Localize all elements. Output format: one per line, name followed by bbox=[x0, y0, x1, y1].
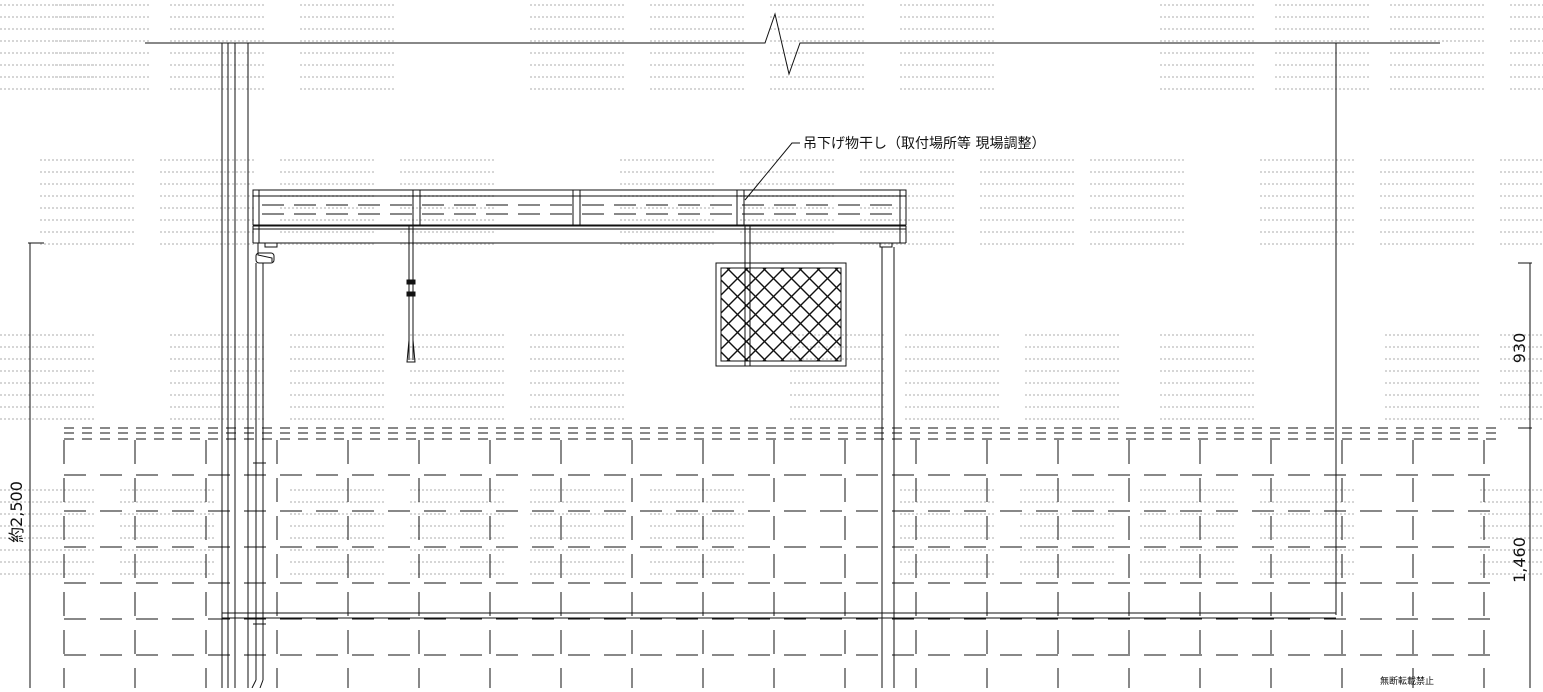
lattice-line bbox=[721, 268, 785, 332]
watermark-glyph bbox=[170, 334, 265, 420]
annotation-leader bbox=[744, 142, 800, 201]
watermark-glyph bbox=[530, 4, 625, 90]
watermark-glyph bbox=[1500, 159, 1543, 245]
watermark-glyph bbox=[860, 159, 955, 245]
watermark-glyph bbox=[1260, 159, 1355, 245]
watermark-glyph bbox=[650, 489, 745, 575]
watermark-glyph bbox=[905, 334, 1000, 420]
lattice-line bbox=[721, 268, 803, 350]
ground-rail bbox=[222, 612, 1336, 619]
lattice-line bbox=[889, 268, 982, 361]
watermark-glyph bbox=[980, 159, 1075, 245]
watermark-glyph bbox=[120, 489, 215, 575]
canopy-frame bbox=[252, 189, 907, 248]
lattice-line bbox=[726, 268, 821, 361]
lattice-line bbox=[762, 282, 841, 361]
watermark-glyph bbox=[40, 159, 135, 245]
watermark-glyph bbox=[1025, 334, 1120, 420]
watermark-glyph bbox=[170, 4, 265, 90]
watermark-glyph bbox=[740, 159, 835, 245]
watermark-glyph bbox=[1140, 489, 1235, 575]
watermark-glyph bbox=[620, 159, 715, 245]
watermark-glyph bbox=[280, 159, 375, 245]
watermark-text: 無断転載禁止 bbox=[1380, 675, 1434, 687]
lattice-line bbox=[721, 315, 767, 361]
lattice-line bbox=[619, 268, 712, 361]
watermark-glyph bbox=[900, 489, 995, 575]
watermark-glyph bbox=[900, 4, 995, 90]
lattice-line bbox=[816, 336, 841, 361]
annotation-label: 吊下げ物干し（取付場所等 現場調整） bbox=[803, 135, 1045, 152]
watermark-glyph bbox=[530, 334, 625, 420]
lattice-line bbox=[744, 268, 839, 361]
watermark-glyph bbox=[400, 159, 495, 245]
watermark-glyph bbox=[1260, 489, 1355, 575]
watermark-glyph bbox=[300, 4, 395, 90]
lattice-line bbox=[721, 268, 749, 296]
watermark-glyph bbox=[1160, 4, 1255, 90]
watermark-glyph bbox=[530, 489, 625, 575]
watermark-glyph bbox=[160, 159, 255, 245]
dimension-lower-label: 1,460 bbox=[1510, 537, 1529, 583]
watermark-glyph bbox=[1275, 4, 1370, 90]
watermark-glyph bbox=[1380, 159, 1475, 245]
left-wall-posts bbox=[221, 43, 249, 688]
watermark-pattern bbox=[0, 4, 1543, 575]
lattice-line bbox=[721, 333, 749, 361]
watermark-glyph bbox=[1390, 4, 1485, 90]
watermark-glyph bbox=[770, 4, 865, 90]
watermark-glyph bbox=[0, 334, 95, 420]
watermark-glyph bbox=[1020, 489, 1115, 575]
ceiling-break-line bbox=[145, 12, 1440, 76]
lattice-line bbox=[798, 268, 841, 311]
dimension-total-height bbox=[28, 242, 44, 688]
fence-grid bbox=[63, 427, 1500, 688]
canopy-right-post bbox=[881, 247, 895, 688]
lattice-line bbox=[721, 268, 767, 314]
watermark-glyph bbox=[290, 334, 385, 420]
hanging-rod-left bbox=[406, 226, 416, 363]
lattice-line bbox=[619, 268, 712, 361]
watermark-glyph bbox=[1510, 4, 1543, 90]
dimension-total-label: 約2,500 bbox=[7, 481, 26, 543]
dimension-right bbox=[1518, 262, 1532, 688]
lattice-line bbox=[798, 318, 841, 361]
watermark-glyph bbox=[290, 489, 385, 575]
downpipe bbox=[251, 243, 275, 689]
dimension-upper-label: 930 bbox=[1510, 333, 1529, 364]
watermark-glyph bbox=[650, 4, 745, 90]
lattice-line bbox=[816, 268, 841, 293]
lattice-line bbox=[889, 268, 982, 361]
watermark-glyph bbox=[1160, 334, 1255, 420]
hanging-laundry-rack bbox=[619, 226, 982, 367]
lattice-line bbox=[780, 300, 841, 361]
watermark-glyph bbox=[1090, 159, 1185, 245]
watermark-glyph bbox=[1385, 334, 1480, 420]
watermark-glyph bbox=[410, 334, 505, 420]
watermark-glyph bbox=[410, 489, 505, 575]
watermark-glyph bbox=[790, 334, 885, 420]
